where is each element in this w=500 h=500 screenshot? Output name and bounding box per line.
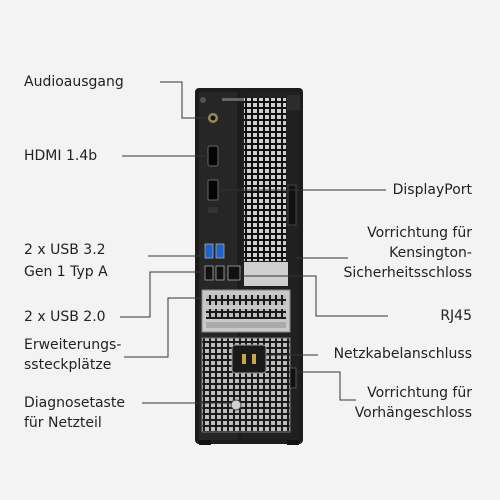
label-diagnose-line2: für Netzteil xyxy=(24,415,102,431)
label-expansion-line1: Erweiterungs- xyxy=(24,337,122,353)
usb32-ports xyxy=(204,243,225,259)
label-power: Netzkabelanschluss xyxy=(333,346,472,362)
ventilation-grill xyxy=(244,98,286,261)
label-diagnose-line1: Diagnosetaste xyxy=(24,395,125,411)
hdmi-port xyxy=(207,145,219,167)
label-hdmi: HDMI 1.4b xyxy=(24,148,98,164)
label-kensington-line3: Sicherheitsschloss xyxy=(343,265,472,281)
audio-jack xyxy=(200,97,218,123)
label-expansion-line2: ssteckplätze xyxy=(24,357,112,373)
label-kensington-line2: Kensington- xyxy=(389,245,472,261)
label-usb20: 2 x USB 2.0 xyxy=(24,309,106,325)
label-padlock-line2: Vorhängeschloss xyxy=(354,405,472,421)
label-rj45: RJ45 xyxy=(440,308,472,324)
power-supply xyxy=(201,337,291,433)
leader-lines xyxy=(120,81,388,404)
label-displayport: DisplayPort xyxy=(392,182,472,198)
expansion-slots xyxy=(201,289,291,333)
label-audio: Audioausgang xyxy=(24,74,124,90)
kensington-slot xyxy=(287,184,297,226)
displayport-port xyxy=(207,179,219,201)
padlock-loop xyxy=(289,367,297,389)
rj45-port xyxy=(227,265,241,281)
label-usb32-line2: Gen 1 Typ A xyxy=(24,264,108,280)
usb20-ports xyxy=(204,265,225,281)
label-usb32-line1: 2 x USB 3.2 xyxy=(24,242,106,258)
label-padlock-line1: Vorrichtung für xyxy=(367,385,472,401)
label-kensington-line1: Vorrichtung für xyxy=(367,225,472,241)
